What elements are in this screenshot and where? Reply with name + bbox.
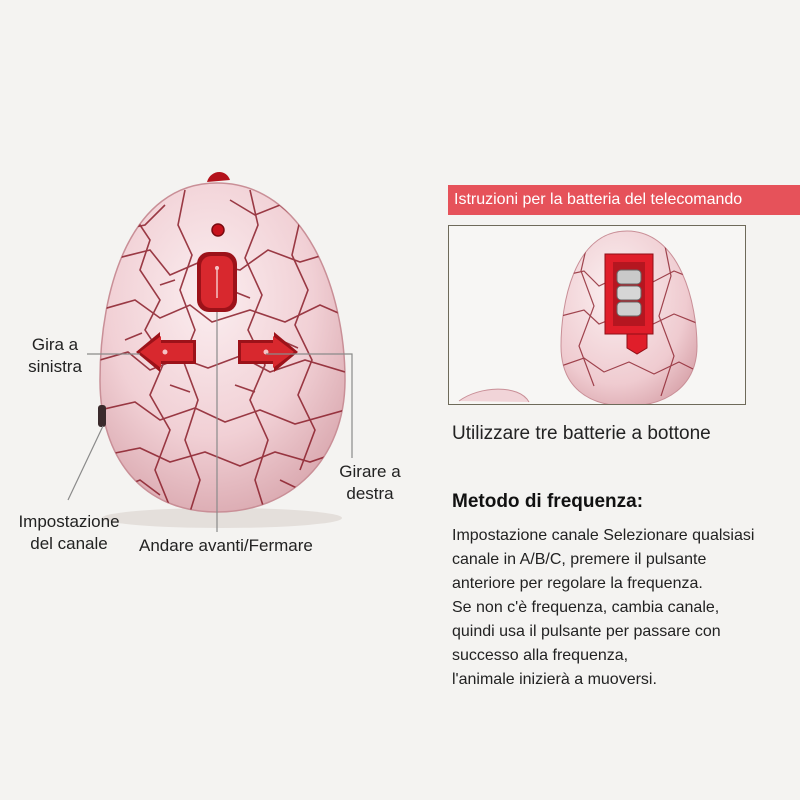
channel-setting-label: Impostazione del canale <box>6 511 132 555</box>
forward-stop-button[interactable] <box>197 252 237 312</box>
frequency-line: canale in A/B/C, premere il pulsante <box>452 551 707 568</box>
turn-right-button[interactable] <box>238 332 298 372</box>
frequency-title: Metodo di frequenza: <box>452 491 644 512</box>
battery-caption: Utilizzare tre batterie a bottone <box>452 423 711 444</box>
led-indicator <box>211 223 225 237</box>
button-batteries <box>616 269 642 317</box>
turn-left-line-1: Gira a <box>31 335 79 354</box>
turn-right-line-1: Girare a <box>339 462 401 481</box>
battery-header: Istruzioni per la batteria del telecoman… <box>448 185 800 215</box>
turn-right-line-2: destra <box>346 484 394 503</box>
frequency-line: Impostazione canale Selezionare qualsias… <box>452 527 755 544</box>
frequency-line: Se non c'è frequenza, cambia canale, <box>452 599 720 616</box>
leader-lines <box>67 312 353 532</box>
channel-line-1: Impostazione <box>18 512 120 531</box>
frequency-instructions: Impostazione canale Selezionare qualsias… <box>452 524 797 692</box>
frequency-line: l'animale inizierà a muoversi. <box>452 671 657 688</box>
egg-shadow <box>102 508 342 528</box>
channel-line-2: del canale <box>30 534 108 553</box>
turn-left-line-2: sinistra <box>28 357 82 376</box>
frequency-line: successo alla frequenza, <box>452 647 629 664</box>
turn-right-label: Girare a destra <box>322 461 418 505</box>
antenna-nub <box>207 171 230 182</box>
battery-photo-frame <box>448 225 746 405</box>
frequency-line: quindi usa il pulsante per passare con <box>452 623 721 640</box>
channel-switch[interactable] <box>98 405 106 427</box>
forward-stop-label: Andare avanti/Fermare <box>139 536 313 555</box>
turn-left-button[interactable] <box>136 332 196 372</box>
battery-compartment-illustration <box>458 230 698 404</box>
turn-left-label: Gira a sinistra <box>14 334 96 378</box>
frequency-line: anteriore per regolare la frequenza. <box>452 575 703 592</box>
